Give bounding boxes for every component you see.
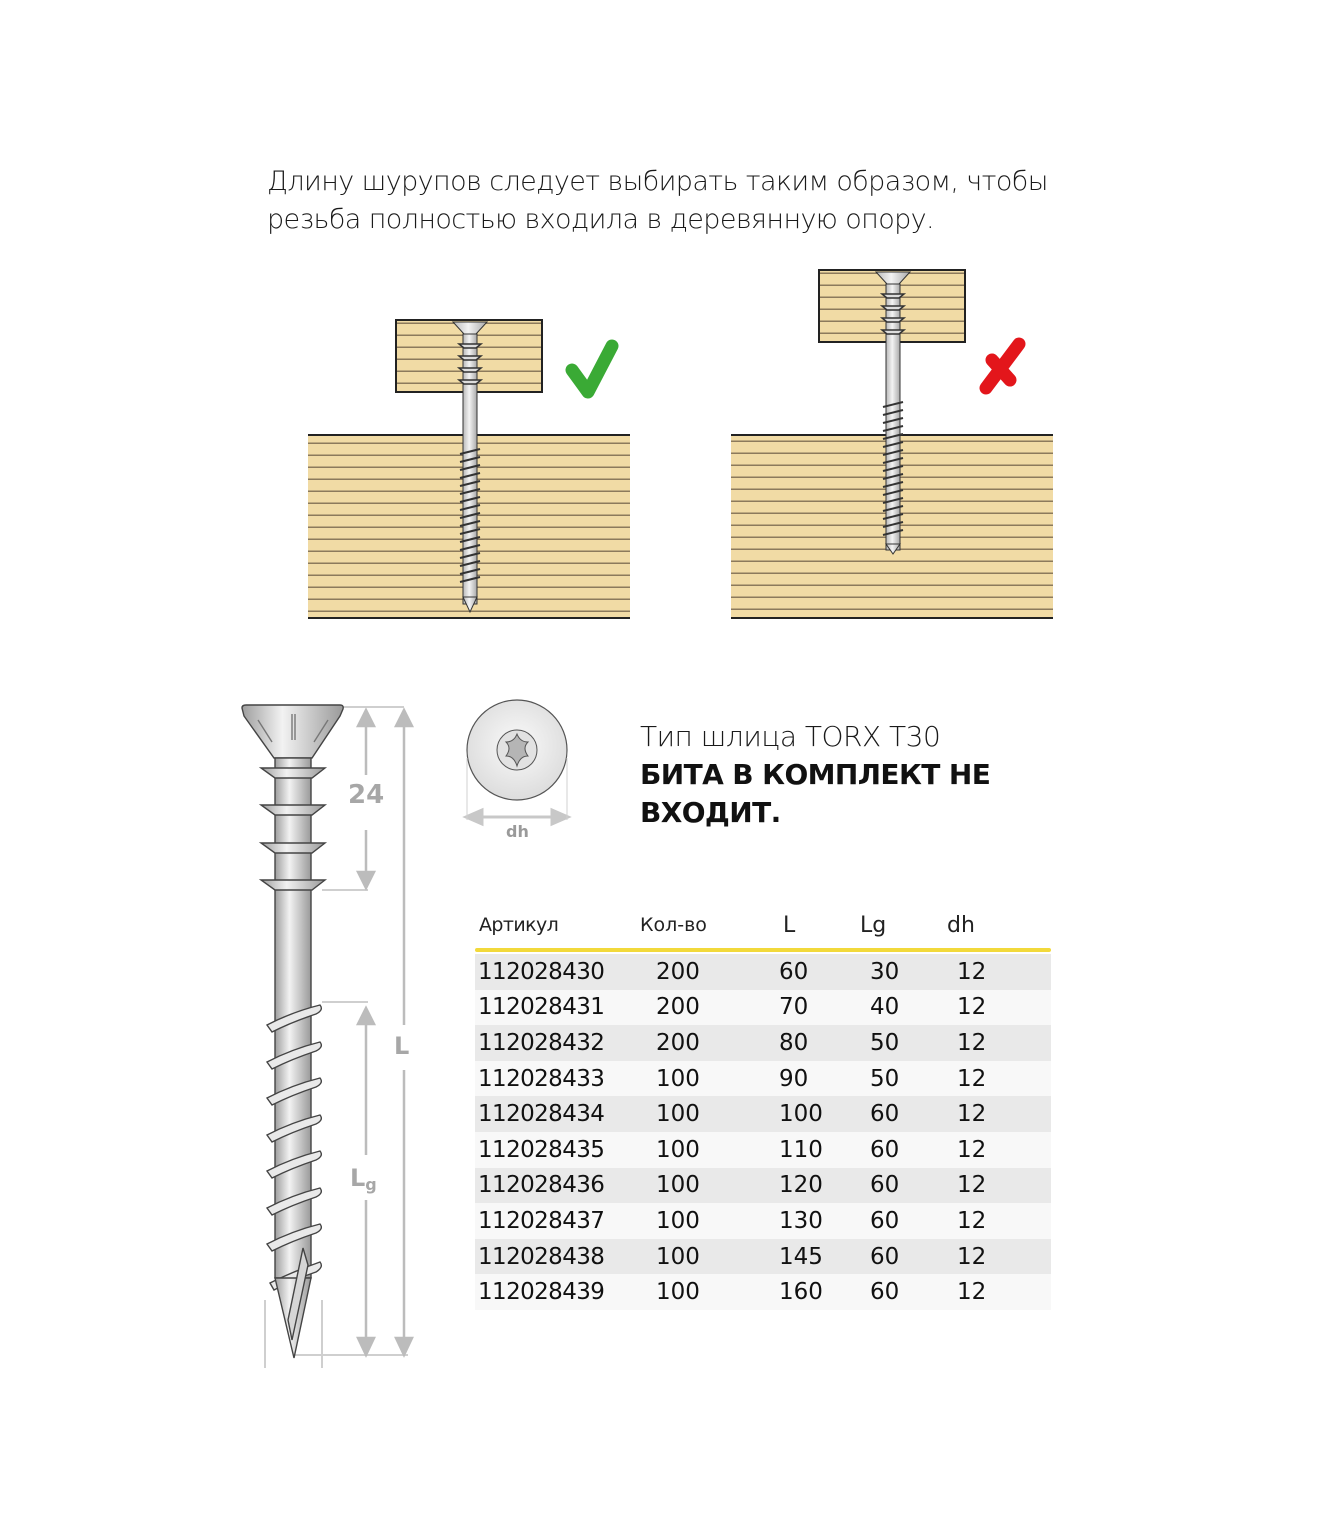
cell-qty: 100 bbox=[656, 1136, 700, 1163]
intro-text: Длину шурупов следует выбирать таким обр… bbox=[267, 163, 1107, 239]
check-mark-icon bbox=[565, 339, 619, 399]
cell-dh: 12 bbox=[957, 1207, 987, 1234]
cell-l: 145 bbox=[779, 1243, 823, 1270]
cell-dh: 12 bbox=[957, 1279, 987, 1306]
header-lg: Lg bbox=[860, 912, 887, 938]
screw-icon bbox=[241, 704, 344, 1359]
torx-icon bbox=[504, 732, 530, 768]
header-l: L bbox=[783, 912, 796, 938]
cell-qty: 200 bbox=[656, 994, 700, 1021]
cell-dh: 12 bbox=[957, 958, 987, 985]
incorrect-installation-illustration bbox=[724, 262, 1064, 624]
cell-dh: 12 bbox=[957, 1243, 987, 1270]
cell-article: 112028433 bbox=[478, 1065, 605, 1092]
cell-qty: 100 bbox=[656, 1101, 700, 1128]
cell-qty: 200 bbox=[656, 1029, 700, 1056]
cell-l: 70 bbox=[779, 994, 809, 1021]
cell-l: 160 bbox=[779, 1279, 823, 1306]
cell-l: 90 bbox=[779, 1065, 809, 1092]
thread-length-24-label: 24 bbox=[348, 780, 385, 810]
cell-article: 112028435 bbox=[478, 1136, 605, 1163]
cell-dh: 12 bbox=[957, 1136, 987, 1163]
cell-article: 112028438 bbox=[478, 1243, 605, 1270]
cell-qty: 100 bbox=[656, 1243, 700, 1270]
cell-article: 112028436 bbox=[478, 1172, 605, 1199]
screw-dimension-diagram: 24 L Lg bbox=[232, 700, 432, 1380]
table-row: 112028437 100 130 60 12 bbox=[475, 1203, 1051, 1239]
cross-mark-icon bbox=[979, 337, 1026, 395]
cell-lg: 60 bbox=[870, 1279, 900, 1306]
head-diameter-label: dh bbox=[506, 822, 529, 841]
total-length-label: L bbox=[394, 1032, 410, 1060]
cell-qty: 100 bbox=[656, 1207, 700, 1234]
torx-info: Тип шлица TORX T30 БИТА В КОМПЛЕКТ НЕ ВХ… bbox=[640, 718, 1060, 832]
cell-dh: 12 bbox=[957, 1172, 987, 1199]
cell-article: 112028430 bbox=[478, 958, 605, 985]
screw-icon bbox=[874, 271, 912, 555]
cell-qty: 100 bbox=[656, 1172, 700, 1199]
table-body: 112028430 200 60 30 12 112028431 200 70 … bbox=[475, 954, 1051, 1310]
bit-not-included-warning: БИТА В КОМПЛЕКТ НЕ ВХОДИТ. bbox=[640, 758, 991, 829]
cell-article: 112028439 bbox=[478, 1279, 605, 1306]
intro-line-2: резьба полностью входила в деревянную оп… bbox=[267, 204, 935, 235]
cell-dh: 12 bbox=[957, 1029, 987, 1056]
cell-l: 80 bbox=[779, 1029, 809, 1056]
cell-qty: 100 bbox=[656, 1065, 700, 1092]
cell-l: 120 bbox=[779, 1172, 823, 1199]
correct-installation-illustration bbox=[300, 312, 640, 624]
cell-article: 112028434 bbox=[478, 1101, 605, 1128]
cell-l: 110 bbox=[779, 1136, 823, 1163]
header-qty: Кол-во bbox=[640, 914, 707, 936]
cell-dh: 12 bbox=[957, 1101, 987, 1128]
cell-qty: 100 bbox=[656, 1279, 700, 1306]
thread-length-label: Lg bbox=[350, 1164, 377, 1194]
header-article: Артикул bbox=[479, 914, 559, 936]
cell-lg: 30 bbox=[870, 958, 900, 985]
cell-lg: 40 bbox=[870, 994, 900, 1021]
cell-dh: 12 bbox=[957, 994, 987, 1021]
cell-lg: 60 bbox=[870, 1172, 900, 1199]
screw-head-torx-view: dh bbox=[462, 698, 574, 841]
cell-article: 112028432 bbox=[478, 1029, 605, 1056]
table-row: 112028436 100 120 60 12 bbox=[475, 1167, 1051, 1204]
cell-lg: 60 bbox=[870, 1243, 900, 1270]
table-row: 112028432 200 80 50 12 bbox=[475, 1025, 1051, 1061]
screw-icon bbox=[451, 321, 489, 614]
cell-qty: 200 bbox=[656, 958, 700, 985]
cell-lg: 60 bbox=[870, 1101, 900, 1128]
cell-l: 60 bbox=[779, 958, 809, 985]
torx-type-text: Тип шлица TORX T30 bbox=[640, 720, 941, 753]
cell-article: 112028431 bbox=[478, 994, 605, 1021]
table-row: 112028438 100 145 60 12 bbox=[475, 1238, 1051, 1275]
spec-table: Артикул Кол-во L Lg dh 112028430 200 60 … bbox=[475, 902, 1051, 1310]
table-row: 112028439 100 160 60 12 bbox=[475, 1274, 1051, 1310]
cell-article: 112028437 bbox=[478, 1207, 605, 1234]
cell-dh: 12 bbox=[957, 1065, 987, 1092]
table-row: 112028430 200 60 30 12 bbox=[475, 954, 1051, 990]
intro-line-1: Длину шурупов следует выбирать таким обр… bbox=[267, 166, 1048, 197]
cell-l: 100 bbox=[779, 1101, 823, 1128]
cell-lg: 50 bbox=[870, 1029, 900, 1056]
table-row: 112028435 100 110 60 12 bbox=[475, 1131, 1051, 1168]
header-dh: dh bbox=[947, 912, 975, 938]
table-row: 112028434 100 100 60 12 bbox=[475, 1096, 1051, 1132]
cell-lg: 60 bbox=[870, 1207, 900, 1234]
cell-lg: 50 bbox=[870, 1065, 900, 1092]
cell-lg: 60 bbox=[870, 1136, 900, 1163]
cell-l: 130 bbox=[779, 1207, 823, 1234]
table-row: 112028433 100 90 50 12 bbox=[475, 1060, 1051, 1097]
table-row: 112028431 200 70 40 12 bbox=[475, 989, 1051, 1026]
table-header: Артикул Кол-во L Lg dh bbox=[475, 902, 1051, 952]
